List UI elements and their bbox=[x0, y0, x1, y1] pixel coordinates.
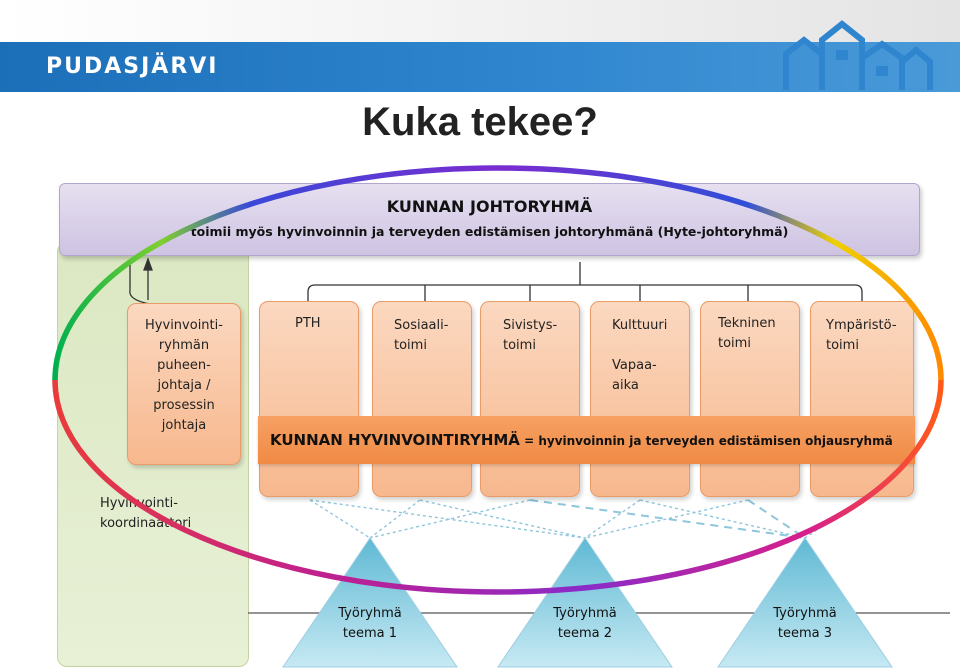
working-group-label-3: Työryhmä teema 3 bbox=[773, 606, 837, 641]
working-group-label-1: Työryhmä teema 1 bbox=[338, 606, 402, 641]
sector-label-pth: PTH bbox=[295, 316, 321, 331]
sector-label-sosiaali: Sosiaali- toimi bbox=[394, 318, 449, 353]
board-box bbox=[59, 183, 920, 256]
welfare-group-description: = hyvinvoinnin ja terveyden edistämisen … bbox=[519, 434, 893, 448]
board-title: KUNNAN JOHTORYHMÄ bbox=[386, 197, 593, 216]
page-title: Kuka tekee? bbox=[362, 100, 598, 144]
welfare-group-label: KUNNAN HYVINVOINTIRYHMÄ = hyvinvoinnin j… bbox=[270, 430, 915, 449]
sector-label-tekninen: Tekninen toimi bbox=[718, 316, 776, 351]
coordinator-label: Hyvinvointi- koordinaattori bbox=[100, 496, 192, 531]
sector-label-kulttuuri: Kulttuuri Vapaa- aika bbox=[612, 318, 668, 393]
city-skyline-logo-icon bbox=[783, 20, 933, 90]
brand-bar bbox=[0, 42, 960, 92]
board-subtitle: toimii myös hyvinvoinnin ja terveyden ed… bbox=[190, 224, 789, 239]
chair-label: Hyvinvointi- ryhmän puheen- johtaja / pr… bbox=[145, 318, 223, 433]
sector-label-ymparisto: Ympäristö- toimi bbox=[826, 318, 897, 353]
brand-name: PUDASJÄRVI bbox=[46, 54, 219, 79]
welfare-group-name: KUNNAN HYVINVOINTIRYHMÄ bbox=[270, 431, 520, 449]
working-group-label-2: Työryhmä teema 2 bbox=[553, 606, 617, 641]
sector-label-sivistys: Sivistys- toimi bbox=[503, 318, 558, 353]
top-strip bbox=[0, 0, 960, 42]
